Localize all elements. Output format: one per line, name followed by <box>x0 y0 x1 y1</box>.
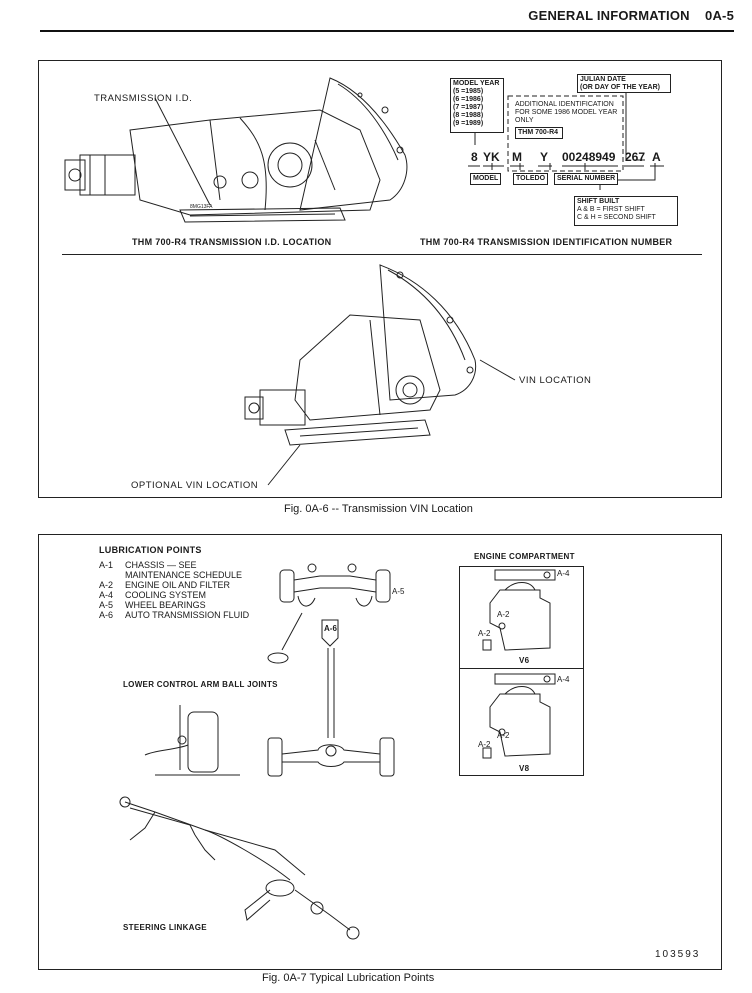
shift-built-box: SHIFT BUILT A & B = FIRST SHIFT C & H = … <box>574 196 678 226</box>
list-item: A-5 WHEEL BEARINGS <box>99 600 249 610</box>
steering-linkage-illustration <box>119 796 360 940</box>
id-location-caption: THM 700-R4 TRANSMISSION I.D. LOCATION <box>132 237 332 247</box>
engine-compartment-title: ENGINE COMPARTMENT <box>474 552 575 561</box>
point-text: WHEEL BEARINGS <box>125 600 206 610</box>
code-model: YK <box>483 150 500 164</box>
thm-700-r4-box: THM 700-R4 <box>515 127 563 139</box>
additional-id-line: FOR SOME 1986 MODEL YEAR <box>515 109 618 116</box>
point-code: A-2 <box>99 580 114 590</box>
transmission-id-illustration <box>64 77 408 223</box>
fig7-caption: Fig. 0A-7 Typical Lubrication Points <box>262 972 435 984</box>
figure-number: 103593 <box>655 949 701 960</box>
page-number: 0A-5 <box>705 8 734 23</box>
optional-vin-location-label: OPTIONAL VIN LOCATION <box>131 480 259 491</box>
list-item: MAINTENANCE SCHEDULE <box>99 570 249 580</box>
julian-date-title: JULIAN DATE <box>580 76 626 83</box>
list-item: A-4 COOLING SYSTEM <box>99 590 249 600</box>
v8-a2-label: A-2 <box>497 731 510 740</box>
point-code: A-5 <box>99 600 114 610</box>
shift-built-title: SHIFT BUILT <box>577 198 620 205</box>
v6-a2-label: A-2 <box>497 610 510 619</box>
toledo-label-box: TOLEDO <box>513 173 549 185</box>
shift-built-line: A & B = FIRST SHIFT <box>577 206 645 213</box>
lubrication-points-list: A-1 CHASSIS — SEE MAINTENANCE SCHEDULE A-… <box>99 560 249 620</box>
lower-control-arm-illustration <box>144 705 240 776</box>
vin-location-illustration <box>244 264 516 486</box>
a5-label: A-5 <box>392 587 405 596</box>
code-shift: A <box>652 150 661 164</box>
v8-a2-oil-label: A-2 <box>478 740 491 749</box>
additional-id-line: ADDITIONAL IDENTIFICATION <box>515 101 614 108</box>
page-header: GENERAL INFORMATION 0A-5 <box>528 8 734 23</box>
chassis-illustration <box>267 563 395 777</box>
lower-control-arm-label: LOWER CONTROL ARM BALL JOINTS <box>123 680 278 689</box>
point-text: AUTO TRANSMISSION FLUID <box>125 610 250 620</box>
point-text: COOLING SYSTEM <box>125 590 207 600</box>
list-item: A-2 ENGINE OIL AND FILTER <box>99 580 249 590</box>
transmission-id-label: TRANSMISSION I.D. <box>94 93 193 104</box>
list-item: A-6 AUTO TRANSMISSION FLUID <box>99 610 249 620</box>
v6-label: V6 <box>519 656 530 665</box>
engine-compartment-frame <box>459 566 584 776</box>
vin-location-label: VIN LOCATION <box>519 375 592 386</box>
header-rule <box>40 30 734 32</box>
code-serial: 00248949 <box>562 150 616 164</box>
v8-label: V8 <box>519 764 530 773</box>
point-code: A-1 <box>99 560 114 570</box>
engine-divider <box>459 668 584 669</box>
fig6-frame <box>38 60 722 498</box>
code-y: Y <box>540 150 549 164</box>
header-title: GENERAL INFORMATION <box>528 8 690 23</box>
point-text: ENGINE OIL AND FILTER <box>125 580 231 590</box>
julian-date-subtitle: (OR DAY OF THE YEAR) <box>580 84 660 91</box>
point-text: MAINTENANCE SCHEDULE <box>125 570 243 580</box>
point-code: A-6 <box>99 610 114 620</box>
model-year-line: (5 =1985) <box>453 88 484 95</box>
model-year-line: (6 =1986) <box>453 96 484 103</box>
model-year-title: MODEL YEAR <box>453 80 500 87</box>
model-year-line: (9 =1989) <box>453 120 484 127</box>
lubrication-points-title: LUBRICATION POINTS <box>99 545 202 555</box>
additional-id-line: ONLY <box>515 117 534 124</box>
point-text: CHASSIS — SEE <box>125 560 197 570</box>
model-year-line: (8 =1988) <box>453 112 484 119</box>
point-code <box>99 570 125 580</box>
code-m: M <box>512 150 522 164</box>
point-code: A-4 <box>99 590 114 600</box>
v6-engine-illustration <box>482 569 556 651</box>
fig7-frame <box>38 534 722 970</box>
id-plate-text: 8MG13FA <box>190 204 213 210</box>
list-item: A-1 CHASSIS — SEE <box>99 560 249 570</box>
a6-label: A-6 <box>324 624 337 633</box>
fig6-divider <box>62 254 702 255</box>
code-year: 8 <box>471 150 478 164</box>
model-label-box: MODEL <box>470 173 502 185</box>
code-underlines <box>468 165 664 167</box>
v6-a2-oil-label: A-2 <box>478 629 491 638</box>
code-julian: 267 <box>625 150 646 164</box>
model-year-box: MODEL YEAR (5 =1985) (6 =1986) (7 =1987)… <box>450 78 504 133</box>
v6-a4-label: A-4 <box>557 569 570 578</box>
shift-built-line: C & H = SECOND SHIFT <box>577 214 656 221</box>
additional-id-text: ADDITIONAL IDENTIFICATION FOR SOME 1986 … <box>515 101 617 125</box>
v8-engine-illustration <box>482 673 556 759</box>
v8-a4-label: A-4 <box>557 675 570 684</box>
julian-date-box: JULIAN DATE (OR DAY OF THE YEAR) <box>577 74 671 93</box>
fig6-caption: Fig. 0A-6 -- Transmission VIN Location <box>284 503 473 515</box>
model-year-line: (7 =1987) <box>453 104 484 111</box>
serial-number-box: SERIAL NUMBER <box>554 173 619 185</box>
steering-linkage-label: STEERING LINKAGE <box>123 923 207 932</box>
id-number-caption: THM 700-R4 TRANSMISSION IDENTIFICATION N… <box>420 237 673 247</box>
